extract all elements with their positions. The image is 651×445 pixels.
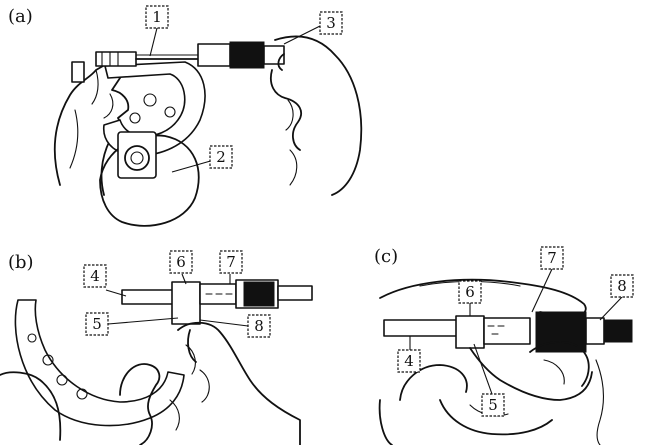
panel-a-label: (a)	[8, 6, 33, 27]
callout-c-8: 8	[617, 277, 627, 295]
callout-a-3: 3	[326, 14, 336, 32]
panel-c-label: (c)	[374, 246, 398, 267]
panel-b: (b) 4 5 6	[0, 250, 313, 445]
panel-b-label: (b)	[8, 252, 34, 273]
callout-a-1: 1	[152, 8, 162, 26]
callout-c-5: 5	[488, 396, 498, 414]
panel-c: (c) 4 5 6 7	[374, 246, 634, 445]
callout-b-6: 6	[176, 253, 186, 271]
callout-c-7: 7	[547, 249, 557, 267]
callout-b-7: 7	[226, 253, 236, 271]
callout-a-2: 2	[216, 148, 226, 166]
panel-a: (a) 1	[8, 5, 363, 227]
callout-c-4: 4	[404, 352, 414, 370]
callout-b-4: 4	[90, 267, 100, 285]
callout-c-6: 6	[465, 283, 475, 301]
callout-b-5: 5	[92, 315, 102, 333]
callout-b-8: 8	[254, 317, 264, 335]
